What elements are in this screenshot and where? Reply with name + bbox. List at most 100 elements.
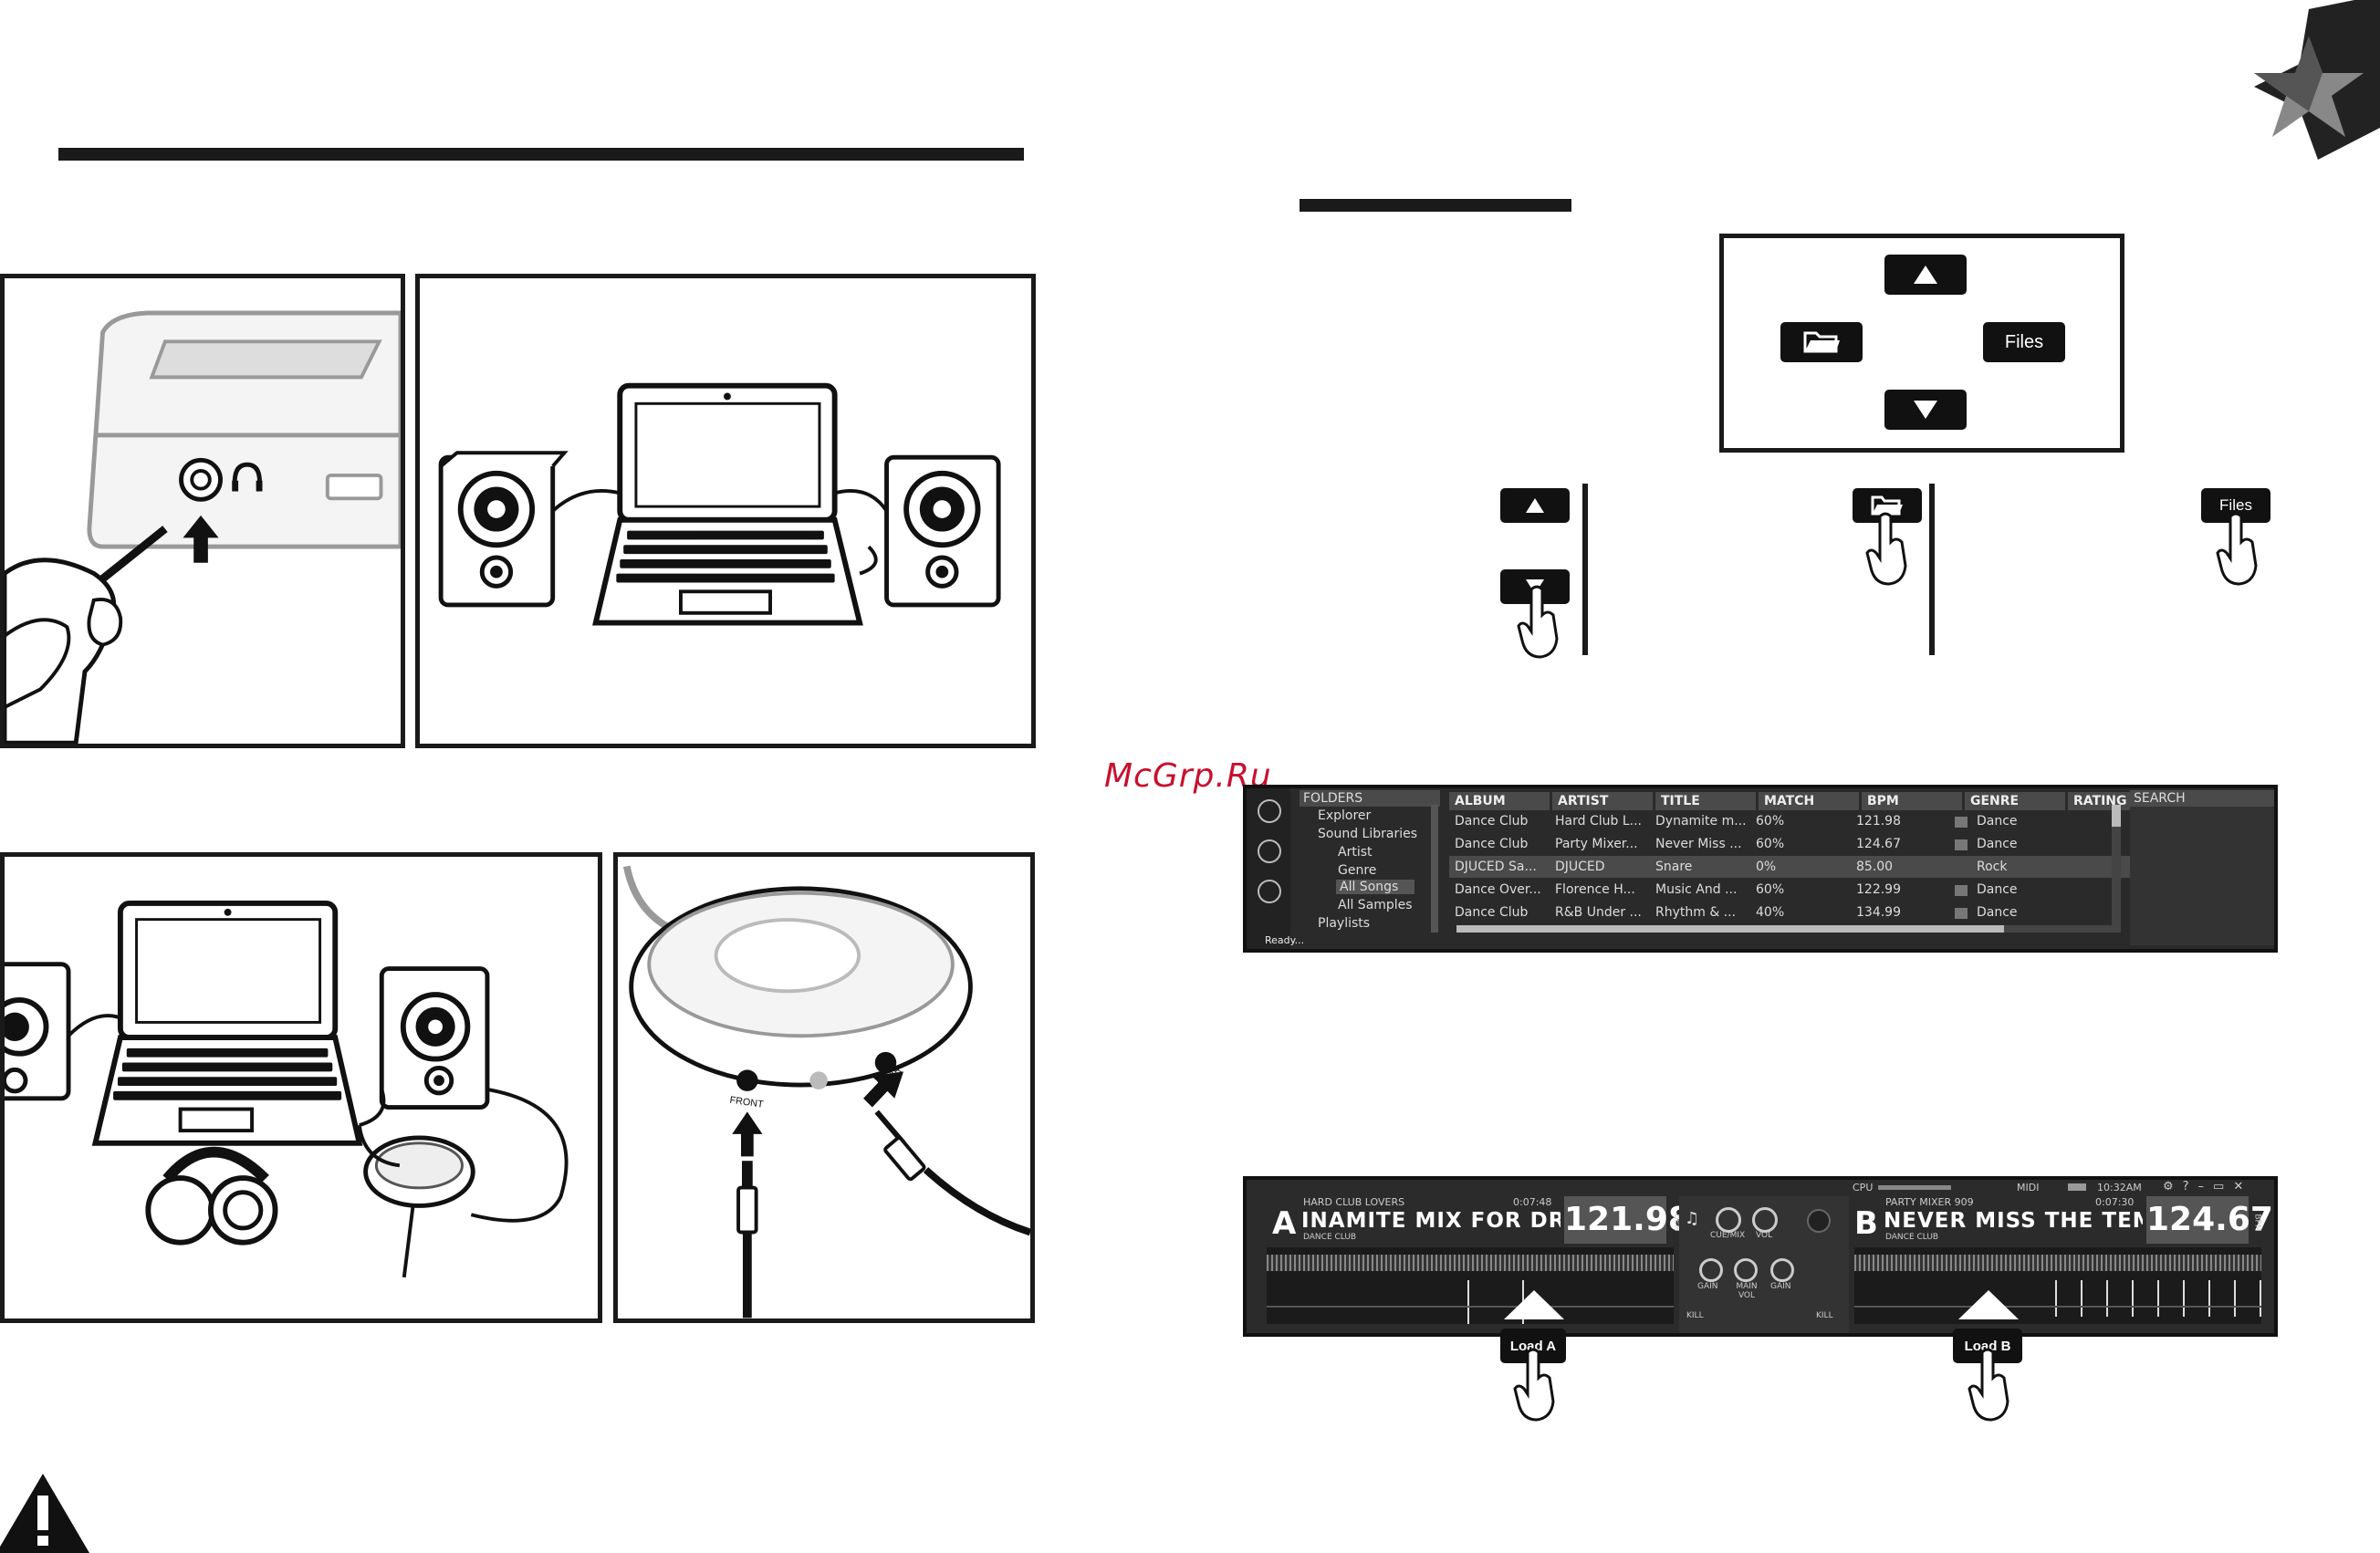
file-browser-screenshot: FOLDERS Explorer Sound Libraries Artist … <box>1243 785 2278 953</box>
record-button[interactable] <box>1807 1209 1831 1233</box>
cell-title: Dynamite m... <box>1655 814 1747 829</box>
cell-bpm: 85.00 <box>1856 860 1894 874</box>
nav-up-button[interactable] <box>1884 255 1967 295</box>
cell-bpm: 122.99 <box>1856 882 1901 897</box>
front-label: FRONT <box>729 1095 765 1110</box>
deck-b-time: 0:07:30 <box>2095 1196 2135 1208</box>
browser-column-headers: ALBUM ARTIST TITLE MATCH BPM GENRE RATIN… <box>1449 792 2139 810</box>
column-match[interactable]: MATCH <box>1759 792 1859 810</box>
cell-match: 40% <box>1756 905 1785 920</box>
cell-album: Dance Club <box>1455 837 1529 851</box>
deck-a-letter: A <box>1272 1205 1297 1242</box>
deck-a-bpm: 121.98 <box>1564 1196 1691 1244</box>
cell-title: Never Miss ... <box>1655 837 1742 851</box>
folder-all-songs[interactable]: All Songs <box>1336 880 1414 894</box>
cell-genre: Dance <box>1977 882 2018 897</box>
deck-b-artist: PARTY MIXER 909 <box>1885 1196 1974 1208</box>
cell-artist: Party Mixer... <box>1555 837 1638 851</box>
main-vol-knob[interactable] <box>1734 1258 1758 1282</box>
left-heading-rule <box>58 148 1024 161</box>
table-row[interactable]: Dance Club Party Mixer... Never Miss ...… <box>1449 833 2051 855</box>
vol-knob[interactable] <box>1752 1207 1778 1233</box>
table-scrollbar-vertical[interactable] <box>2112 805 2121 933</box>
folder-sound-libraries[interactable]: Sound Libraries <box>1318 827 1417 841</box>
deck-a-time: 0:07:48 <box>1513 1196 1552 1208</box>
deck-b-letter: B <box>1854 1205 1878 1242</box>
folder-explorer[interactable]: Explorer <box>1318 808 1372 823</box>
decks-screenshot: CPU MIDI 10:32AM ⚙?–▭✕ A HARD CLUB LOVER… <box>1243 1176 2278 1337</box>
column-rating[interactable]: RATING <box>2068 792 2136 810</box>
star-logo-icon <box>2254 0 2380 160</box>
panel-hub-front-rear-illustration: FRONT REAR <box>613 852 1035 1323</box>
step-divider-2 <box>1929 484 1935 655</box>
folder-tab-icon <box>1258 799 1281 823</box>
window-controls[interactable]: ⚙?–▭✕ <box>2163 1180 2253 1193</box>
cue-mix-label: CUE/MIX <box>1710 1231 1746 1240</box>
cell-genre: Rock <box>1977 860 2008 874</box>
table-row[interactable]: Dance Over... Florence H... Music And ..… <box>1449 879 2051 901</box>
browser-status: Ready... <box>1265 934 1305 946</box>
warning-icon <box>0 1474 89 1553</box>
cell-bpm: 121.98 <box>1856 814 1901 829</box>
deck-b-title: NEVER MISS THE TEMPO <box>1884 1209 2143 1233</box>
folders-header: FOLDERS <box>1300 790 1440 807</box>
table-row[interactable]: Dance Club R&B Under ... Rhythm & ... 40… <box>1449 902 2051 923</box>
gain-left-label: GAIN <box>1697 1282 1718 1291</box>
table-row-selected[interactable]: DJUCED Sa... DJUCED Snare 0% 85.00 Rock <box>1449 856 2138 878</box>
nav-folder-button[interactable] <box>1780 322 1863 362</box>
cell-genre: Dance <box>1977 837 2018 851</box>
cell-album: Dance Club <box>1455 814 1529 829</box>
gain-right-knob[interactable] <box>1770 1258 1794 1282</box>
folder-genre[interactable]: Genre <box>1338 863 1377 878</box>
deck-b-bpm-unit: BPM <box>2252 1214 2262 1232</box>
navigation-controls-box: Files <box>1719 234 2124 453</box>
folders-scrollbar[interactable] <box>1431 805 1438 933</box>
vol-label: VOL <box>1756 1231 1773 1240</box>
deck-a-waveform <box>1267 1247 1674 1324</box>
right-heading-rule <box>1300 199 1571 212</box>
table-scrollbar-horizontal[interactable] <box>1456 925 2114 933</box>
folder-icon <box>1803 331 1840 353</box>
step-up-button[interactable] <box>1500 488 1570 523</box>
hand-pointer-icon <box>1513 1348 1555 1422</box>
column-artist[interactable]: ARTIST <box>1552 792 1653 810</box>
hand-pointer-icon <box>1517 585 1559 659</box>
panel-plug-jack-illustration <box>0 274 405 748</box>
cell-title: Rhythm & ... <box>1655 905 1737 920</box>
nav-files-button[interactable]: Files <box>1983 322 2065 362</box>
arrow-up-icon <box>1914 266 1937 284</box>
column-bpm[interactable]: BPM <box>1862 792 1962 810</box>
column-title[interactable]: TITLE <box>1655 792 1756 810</box>
cpu-meter <box>1878 1185 1951 1190</box>
panel-laptop-headphones-hub-illustration <box>0 852 602 1323</box>
column-album[interactable]: ALBUM <box>1449 792 1550 810</box>
step-divider-1 <box>1582 484 1588 655</box>
panel-laptop-speakers-illustration <box>415 274 1036 748</box>
cell-album: Dance Over... <box>1455 882 1541 897</box>
cell-bpm: 124.67 <box>1856 837 1901 851</box>
user-tab-icon <box>1258 839 1281 863</box>
cell-match: 60% <box>1756 814 1785 829</box>
midi-indicator <box>2068 1183 2086 1191</box>
folder-artist[interactable]: Artist <box>1338 845 1373 860</box>
arrow-down-icon <box>1914 401 1937 419</box>
table-row[interactable]: Dance Club Hard Club L... Dynamite m... … <box>1449 810 2051 832</box>
folder-playlists[interactable]: Playlists <box>1318 916 1371 931</box>
cue-mix-knob[interactable] <box>1716 1207 1741 1233</box>
deck-a-genre: DANCE CLUB <box>1303 1233 1357 1242</box>
arrow-up-icon <box>1526 498 1544 513</box>
genre-swatch <box>1955 817 1968 828</box>
search-label: SEARCH <box>2130 790 2274 807</box>
folder-all-samples[interactable]: All Samples <box>1338 898 1413 912</box>
cell-artist: Hard Club L... <box>1555 814 1642 829</box>
column-genre[interactable]: GENRE <box>1965 792 2065 810</box>
search-panel[interactable]: SEARCH <box>2130 790 2274 945</box>
hand-pointer-icon <box>1865 512 1907 586</box>
cell-artist: R&B Under ... <box>1555 905 1642 920</box>
load-a-arrow-icon <box>1504 1290 1564 1319</box>
browser-left-icons <box>1247 788 1290 949</box>
gain-left-knob[interactable] <box>1699 1258 1723 1282</box>
hand-pointer-icon <box>1968 1348 2009 1422</box>
deck-a-artist: HARD CLUB LOVERS <box>1303 1196 1405 1208</box>
nav-down-button[interactable] <box>1884 390 1967 430</box>
